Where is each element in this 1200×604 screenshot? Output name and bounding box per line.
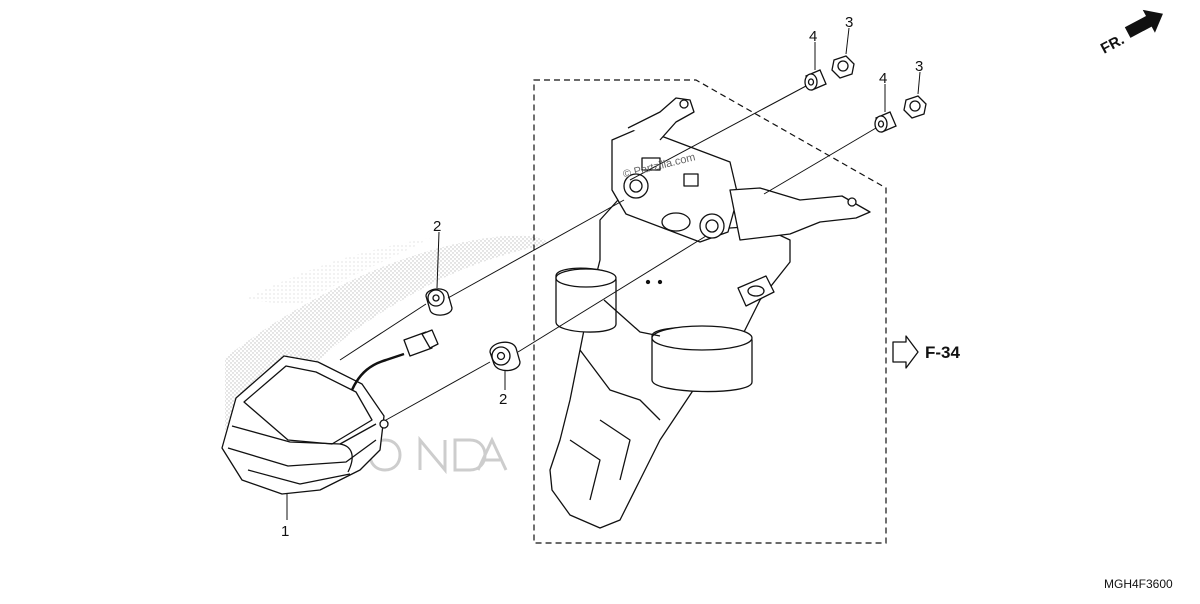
callout-1: 1 — [281, 523, 289, 540]
callout-2-lower: 2 — [499, 391, 507, 408]
callout-3-upper: 3 — [845, 14, 853, 31]
reference-label: F-34 — [925, 343, 961, 362]
leader-lines — [286, 27, 921, 520]
fr-arrow-icon — [1124, 9, 1163, 38]
callout-3-lower: 3 — [915, 58, 923, 75]
front-direction-label: FR. — [1098, 31, 1127, 57]
assembly-boundary — [533, 79, 887, 544]
hollow-arrow-icon — [892, 335, 919, 369]
rear-fender-bracket — [549, 97, 871, 529]
diagram-code: MGH4F3600 — [1104, 577, 1173, 591]
grommet-upper — [425, 288, 453, 316]
callout-4-upper: 4 — [809, 28, 817, 45]
collar-lower — [874, 111, 897, 133]
nut-lower — [903, 95, 927, 119]
grommet-lower — [489, 341, 521, 372]
guide-lines — [339, 85, 877, 421]
tail-light-assembly — [221, 329, 439, 495]
nut-upper — [831, 55, 855, 79]
callout-2-upper: 2 — [433, 218, 441, 235]
callout-4-lower: 4 — [879, 70, 887, 87]
collar-upper — [804, 69, 827, 91]
